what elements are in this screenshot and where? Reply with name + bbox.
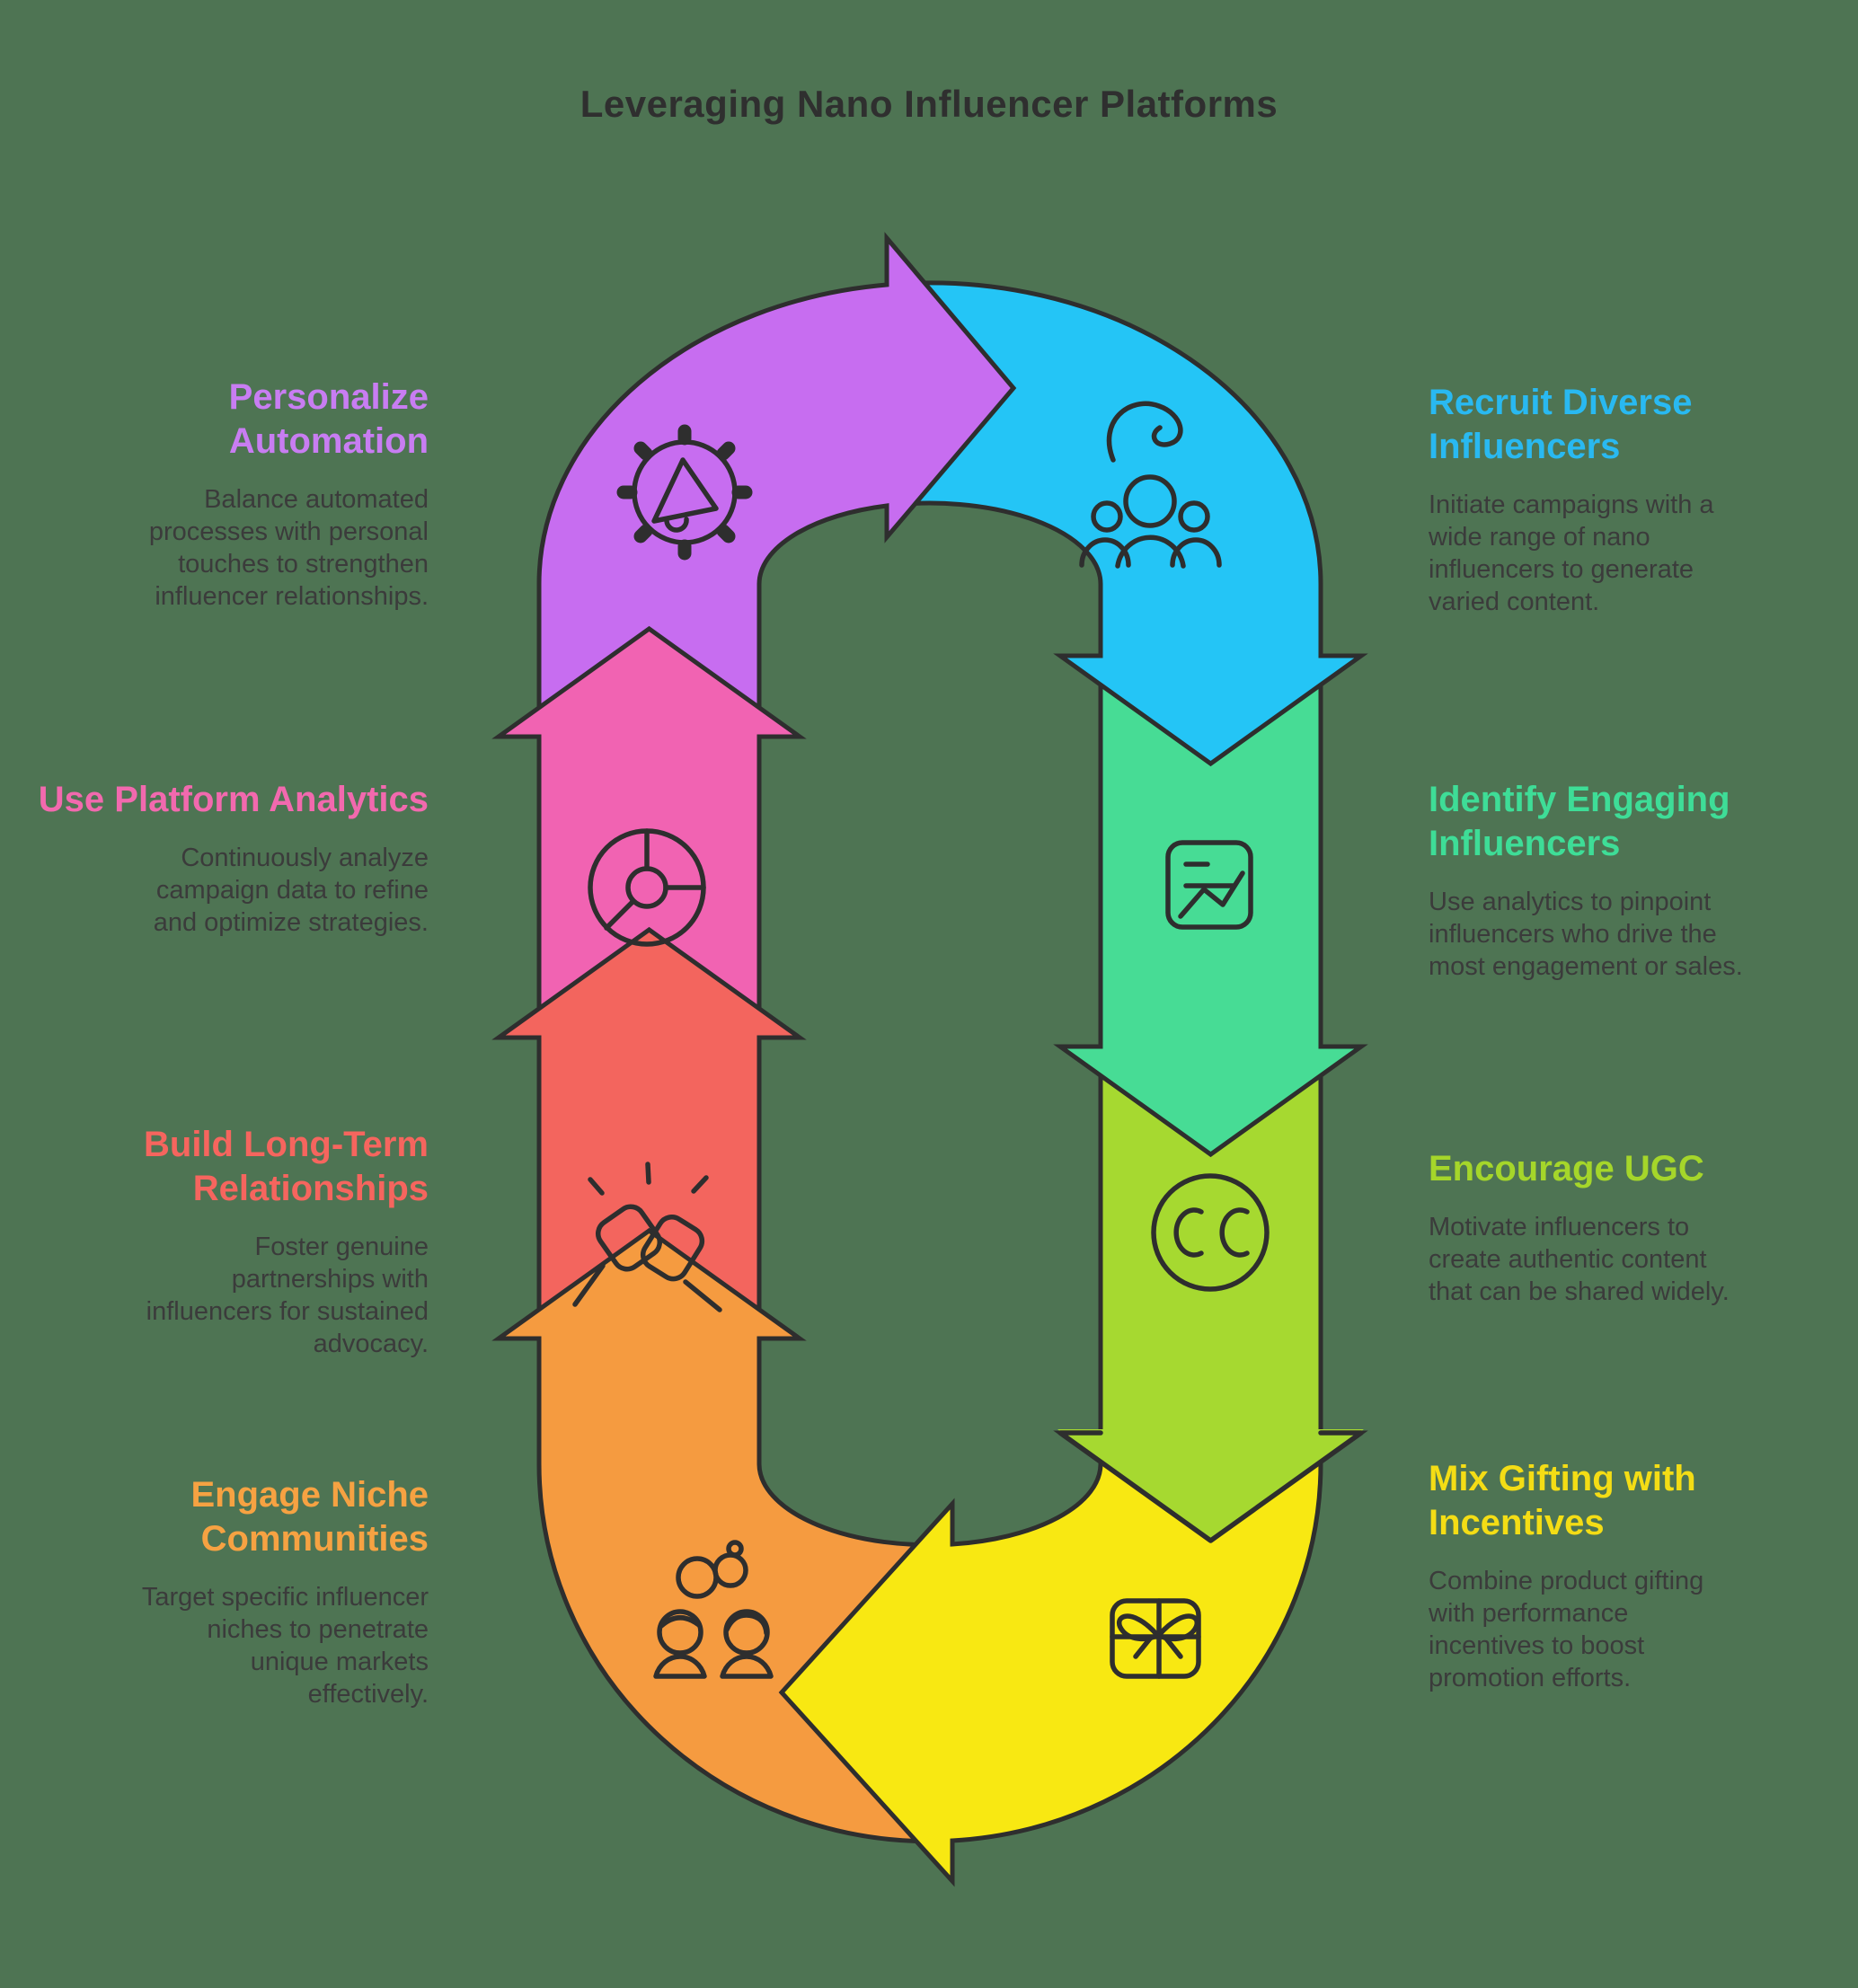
pie-chart-icon bbox=[588, 828, 706, 947]
step-description: Combine product gifting with performance… bbox=[1429, 1567, 1704, 1692]
people-group-icon bbox=[1079, 401, 1222, 569]
step-heading: Engage Niche Communities bbox=[190, 1475, 429, 1559]
step-encourage-ugc: Encourage UGC Motivate influencers to cr… bbox=[1429, 1147, 1797, 1308]
step-heading: Recruit Diverse Influencers bbox=[1429, 383, 1693, 466]
step-description: Foster genuine partnerships with influen… bbox=[146, 1233, 429, 1358]
step-description: Use analytics to pinpoint influencers wh… bbox=[1429, 888, 1743, 981]
step-description: Initiate campaigns with a wide range of … bbox=[1429, 490, 1714, 616]
arrowhead-encourage-ugc-outline bbox=[1057, 1430, 1364, 1543]
chart-report-icon bbox=[1165, 840, 1253, 930]
arrow-identify-engaging-influencers bbox=[1053, 653, 1368, 1158]
step-description: Target specific influencer niches to pen… bbox=[141, 1583, 429, 1709]
page-title: Leveraging Nano Influencer Platforms bbox=[580, 83, 1278, 125]
step-mix-gifting-with-incentives: Mix Gifting with Incentives Combine prod… bbox=[1429, 1457, 1797, 1694]
step-description: Balance automated processes with persona… bbox=[148, 485, 429, 611]
step-description: Continuously analyze campaign data to re… bbox=[153, 844, 429, 937]
step-heading: Build Long-Term Relationships bbox=[144, 1125, 429, 1208]
arrow-build-long-term-relationships bbox=[491, 926, 807, 1341]
step-heading: Mix Gifting with Incentives bbox=[1429, 1459, 1696, 1542]
step-heading: Identify Engaging Influencers bbox=[1429, 780, 1730, 863]
arrowhead-encourage-ugc bbox=[1057, 1429, 1364, 1539]
step-personalize-automation: Personalize Automation Balance automated… bbox=[33, 376, 429, 613]
step-engage-niche-communities: Engage Niche Communities Target specific… bbox=[33, 1473, 429, 1710]
step-heading: Personalize Automation bbox=[228, 377, 429, 461]
two-people-icon bbox=[653, 1540, 774, 1679]
creative-commons-icon bbox=[1151, 1173, 1270, 1292]
gear-megaphone-icon bbox=[616, 424, 753, 561]
step-identify-engaging-influencers: Identify Engaging Influencers Use analyt… bbox=[1429, 778, 1797, 983]
step-description: Motivate influencers to create authentic… bbox=[1429, 1213, 1730, 1306]
gift-icon bbox=[1110, 1598, 1201, 1679]
arrow-personalize-automation bbox=[536, 232, 1017, 739]
step-heading: Encourage UGC bbox=[1429, 1149, 1704, 1188]
step-build-long-term-relationships: Build Long-Term Relationships Foster gen… bbox=[33, 1123, 429, 1360]
arrow-recruit-diverse-influencers bbox=[884, 280, 1368, 767]
arrow-mix-gifting-with-incentives bbox=[778, 1430, 1323, 1887]
handshake-icon bbox=[572, 1162, 722, 1312]
step-heading: Use Platform Analytics bbox=[38, 780, 429, 819]
step-recruit-diverse-influencers: Recruit Diverse Influencers Initiate cam… bbox=[1429, 381, 1797, 618]
step-use-platform-analytics: Use Platform Analytics Continuously anal… bbox=[33, 778, 429, 939]
